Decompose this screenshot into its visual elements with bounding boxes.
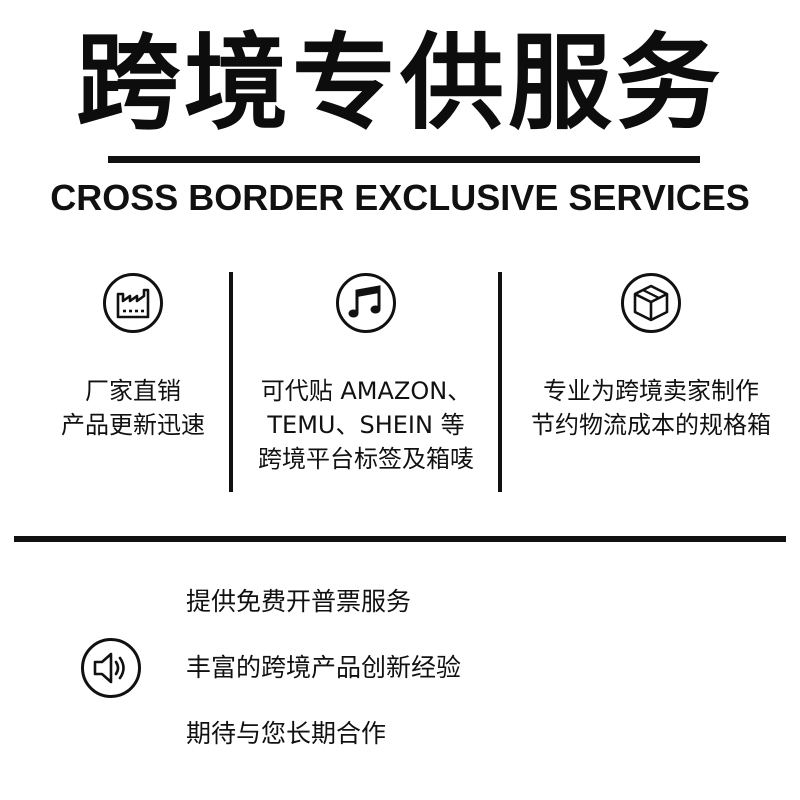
feature-line: 可代贴 AMAZON、 — [260, 377, 472, 405]
service-line: 提供免费开普票服务 — [186, 587, 412, 616]
page-subtitle: CROSS BORDER EXCLUSIVE SERVICES — [50, 177, 750, 218]
feature-text: 可代贴 AMAZON、 TEMU、SHEIN 等 跨境平台标签及箱唛 — [233, 374, 499, 476]
page-title: 跨境专供服务 — [75, 22, 724, 144]
feature-boxes: 专业为跨境卖家制作 节约物流成本的规格箱 — [502, 272, 800, 442]
service-line: 丰富的跨境产品创新经验 — [186, 653, 462, 682]
feature-line: 厂家直销 — [85, 377, 181, 405]
factory-icon — [102, 272, 164, 334]
service-line: 期待与您长期合作 — [186, 719, 387, 748]
title-underline — [108, 156, 700, 163]
box-icon — [620, 272, 682, 334]
section-divider — [14, 536, 786, 542]
feature-labels: 可代贴 AMAZON、 TEMU、SHEIN 等 跨境平台标签及箱唛 — [233, 272, 499, 476]
column-divider — [229, 272, 233, 492]
feature-line: 跨境平台标签及箱唛 — [258, 445, 474, 473]
feature-line: 专业为跨境卖家制作 — [543, 377, 759, 405]
feature-line: 产品更新迅速 — [61, 411, 205, 439]
feature-text: 专业为跨境卖家制作 节约物流成本的规格箱 — [502, 374, 800, 442]
column-divider — [498, 272, 502, 492]
feature-line: TEMU、SHEIN 等 — [267, 411, 465, 439]
speaker-icon — [80, 637, 142, 699]
feature-line: 节约物流成本的规格箱 — [531, 411, 771, 439]
music-note-icon — [335, 272, 397, 334]
feature-factory: 厂家直销 产品更新迅速 — [0, 272, 266, 442]
feature-text: 厂家直销 产品更新迅速 — [0, 374, 266, 442]
